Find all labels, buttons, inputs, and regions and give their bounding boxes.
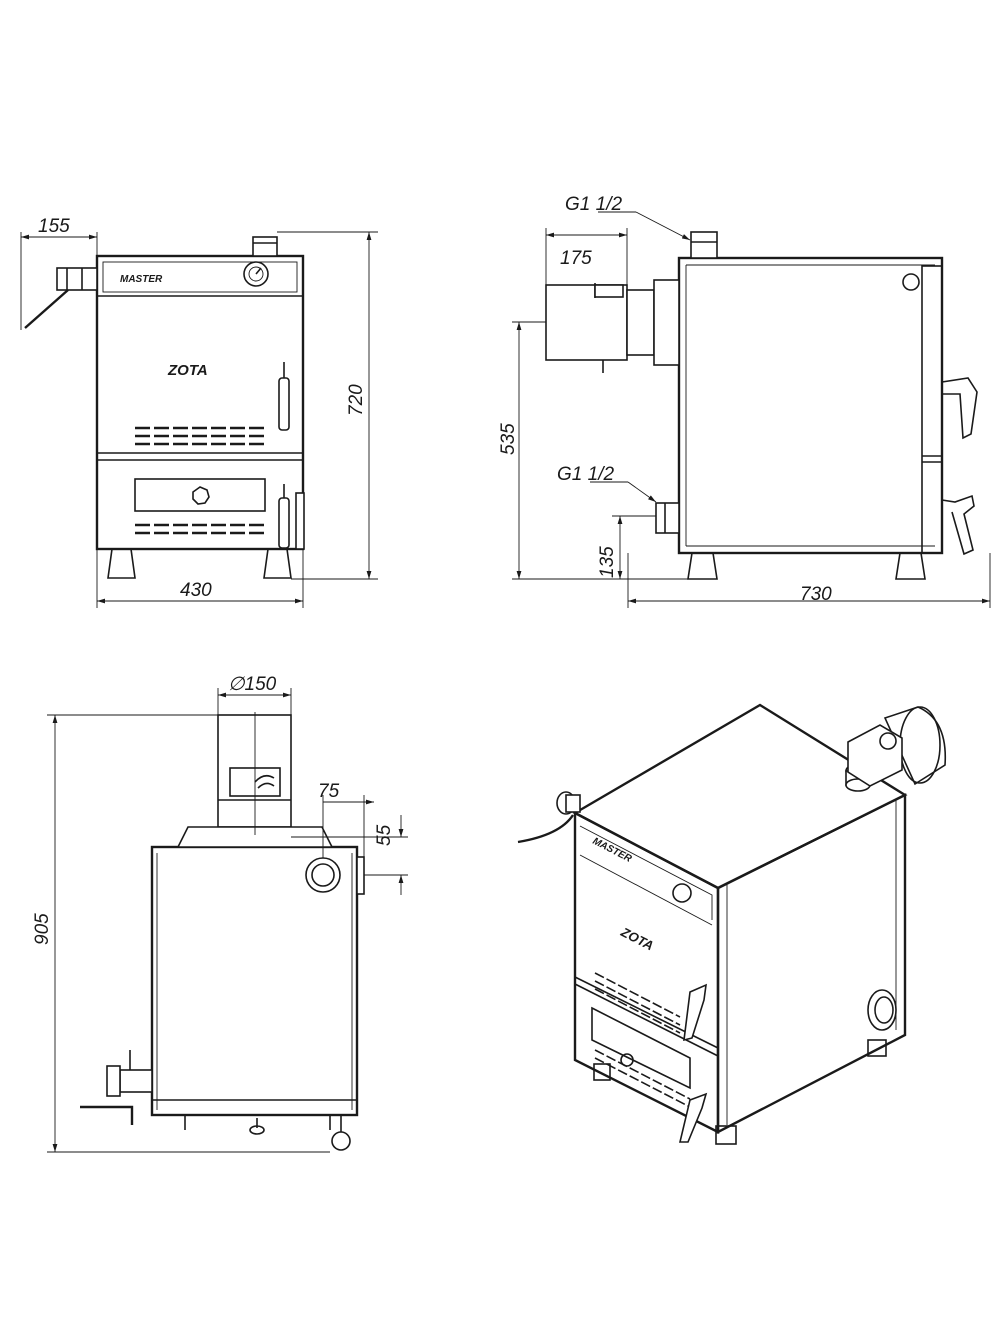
lower-vent-slots — [135, 523, 265, 535]
side-dim-flue-height: 535 — [498, 423, 519, 455]
iso-legs — [593, 1039, 887, 1145]
front-view: MASTER ZOTA — [20, 216, 378, 608]
iso-flue-pipe — [847, 706, 947, 787]
ash-door-knob — [192, 486, 210, 505]
side-legs — [687, 552, 926, 580]
iso-brand-label: ZOTA — [618, 924, 656, 953]
ash-door — [134, 478, 266, 512]
iso-handles — [678, 983, 708, 1143]
iso-view: MASTER ZOTA — [517, 703, 947, 1145]
rear-body-outline — [150, 845, 359, 1117]
thermometer-icon — [243, 261, 269, 287]
front-body-outline — [95, 254, 305, 551]
rear-dimensions — [47, 688, 408, 1153]
side-door-handle-upper — [941, 377, 978, 440]
rear-outlet-ring — [305, 856, 365, 895]
side-dim-bottom-connection: G1 1/2 — [557, 464, 614, 485]
side-dim-return-height: 135 — [597, 546, 618, 578]
lower-door-handle — [278, 484, 305, 550]
side-valve-handle — [24, 267, 98, 329]
rear-view: ∅150 75 55 905 — [32, 674, 408, 1153]
iso-valve — [517, 791, 581, 844]
iso-thermometer-icon — [672, 883, 692, 903]
side-bottom-connection — [655, 502, 680, 534]
rear-dim-flue-diameter: ∅150 — [228, 674, 277, 695]
side-dimensions — [512, 211, 991, 608]
upper-vent-slots — [135, 426, 265, 446]
iso-outlet-ring — [867, 989, 897, 1031]
front-dim-handle: 155 — [38, 216, 70, 237]
front-dimensions — [20, 231, 378, 608]
iso-right-face — [716, 793, 907, 1134]
front-dim-height: 720 — [346, 384, 367, 416]
side-view: 175 G1 1/2 G1 1/2 535 135 730 — [498, 194, 991, 608]
front-dim-width: 430 — [180, 580, 212, 601]
side-door-handle-lower — [941, 494, 975, 556]
iso-vents — [594, 972, 691, 1108]
side-body-outline — [677, 256, 944, 555]
rear-dim-offset-horizontal: 75 — [318, 781, 340, 802]
rear-dim-total-height: 905 — [32, 913, 53, 945]
rear-flue-pipe — [176, 712, 334, 848]
side-dim-top-connection: G1 1/2 — [565, 194, 622, 215]
front-brand-label: ZOTA — [167, 362, 208, 379]
side-dim-flue-outlet: 175 — [560, 248, 592, 269]
rear-valve — [80, 1050, 153, 1125]
rear-feet — [184, 1115, 351, 1151]
front-model-label: MASTER — [120, 274, 163, 285]
side-thermometer-icon — [902, 273, 920, 291]
front-legs — [107, 548, 292, 579]
side-door-edge — [921, 265, 943, 554]
side-top-connection — [690, 231, 718, 259]
upper-door-handle — [278, 362, 290, 431]
rear-dim-offset-vertical: 55 — [374, 824, 395, 846]
side-flue-pipe — [545, 279, 680, 373]
front-flue-stub — [252, 236, 278, 257]
side-dim-depth: 730 — [800, 584, 832, 605]
iso-ash-door — [591, 1006, 691, 1090]
